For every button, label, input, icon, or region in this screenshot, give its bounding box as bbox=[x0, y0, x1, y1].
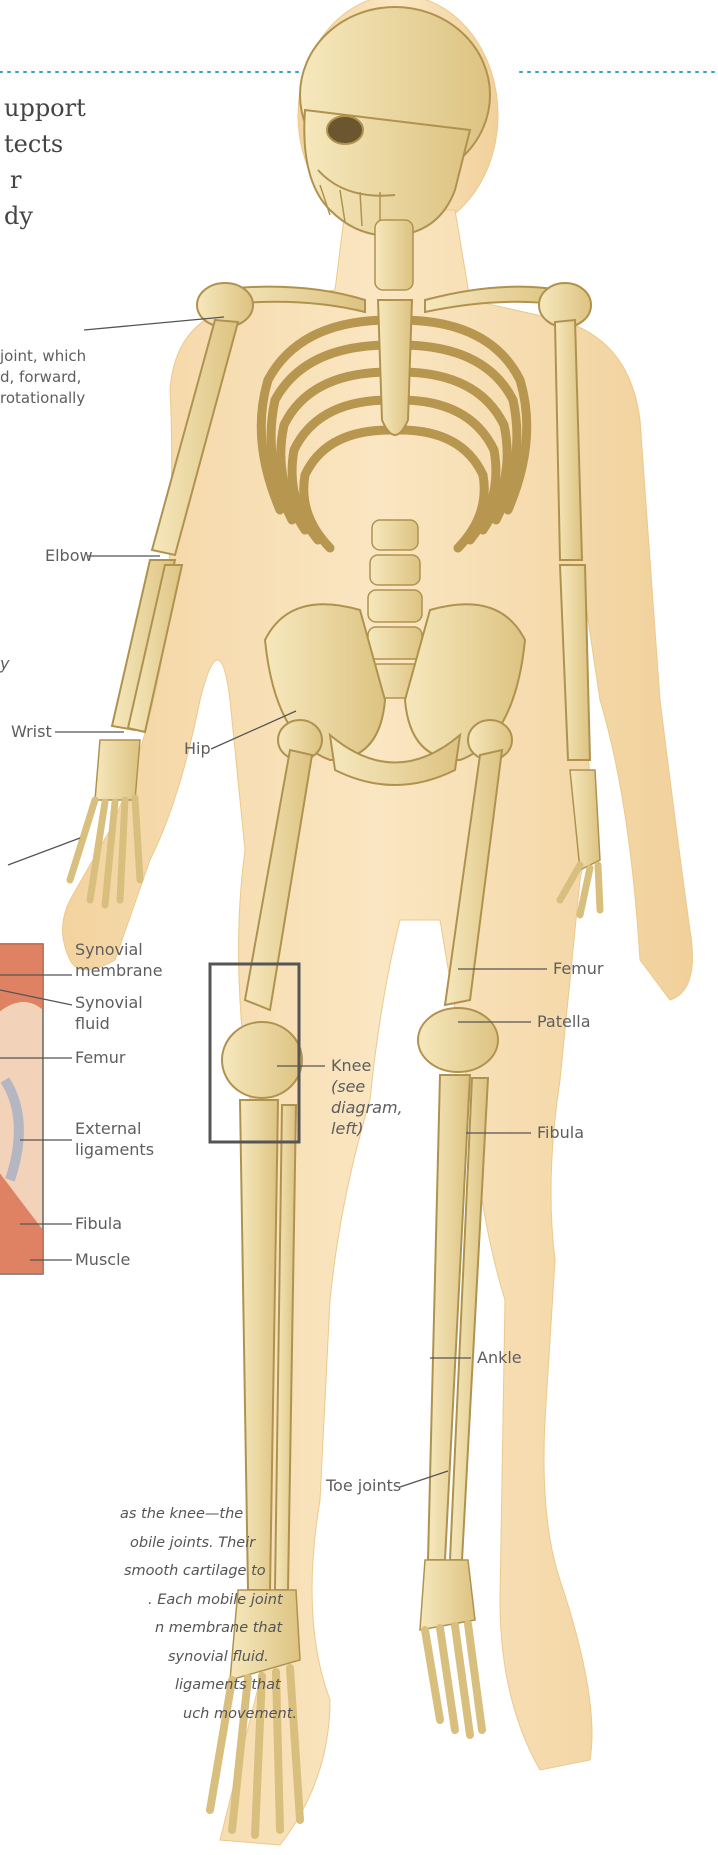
label-fibula-figure: Fibula bbox=[537, 1123, 584, 1143]
label-femur-figure: Femur bbox=[553, 959, 603, 979]
label-knee: Knee bbox=[331, 1056, 371, 1076]
label-wrist: Wrist bbox=[11, 722, 52, 742]
inset-label-synovial-membrane-2: membrane bbox=[75, 961, 163, 981]
label-hip: Hip bbox=[184, 739, 211, 759]
label-elbow: Elbow bbox=[45, 546, 93, 566]
knee-caption: as the knee—the obile joints. Their smoo… bbox=[0, 1500, 345, 1728]
side-note-fragment: y bbox=[0, 654, 9, 674]
intro-line-3: r bbox=[10, 162, 21, 198]
caption-line: synovial fluid. bbox=[0, 1643, 345, 1672]
label-toe-joints: Toe joints bbox=[326, 1476, 401, 1496]
label-knee-note-3: left) bbox=[331, 1119, 363, 1139]
label-patella: Patella bbox=[537, 1012, 591, 1032]
label-knee-note-1: (see bbox=[331, 1077, 365, 1097]
caption-line: obile joints. Their bbox=[0, 1529, 345, 1558]
inset-label-synovial-fluid-2: fluid bbox=[75, 1014, 110, 1034]
inset-label-external-ligaments-2: ligaments bbox=[75, 1140, 154, 1160]
caption-line: ligaments that bbox=[0, 1671, 345, 1700]
caption-line: n membrane that bbox=[0, 1614, 345, 1643]
label-knee-note-2: diagram, bbox=[331, 1098, 403, 1118]
shoulder-note-line-2: d, forward, bbox=[0, 367, 81, 387]
caption-line: uch movement. bbox=[0, 1700, 345, 1729]
caption-line: as the knee—the bbox=[0, 1500, 345, 1529]
inset-label-synovial-membrane-1: Synovial bbox=[75, 940, 143, 960]
shoulder-note-line-3: rotationally bbox=[0, 388, 85, 408]
shoulder-note-line-1: joint, which bbox=[0, 346, 86, 366]
intro-line-4: dy bbox=[4, 198, 33, 234]
inset-label-fibula: Fibula bbox=[75, 1214, 122, 1234]
sternum bbox=[378, 300, 412, 435]
inset-label-muscle: Muscle bbox=[75, 1250, 130, 1270]
caption-line: smooth cartilage to bbox=[0, 1557, 345, 1586]
inset-label-synovial-fluid-1: Synovial bbox=[75, 993, 143, 1013]
inset-label-femur: Femur bbox=[75, 1048, 125, 1068]
inset-label-external-ligaments-1: External bbox=[75, 1119, 141, 1139]
intro-line-2: tects bbox=[4, 126, 63, 162]
caption-line: . Each mobile joint bbox=[0, 1586, 345, 1615]
intro-line-1: upport bbox=[4, 90, 86, 126]
label-ankle: Ankle bbox=[477, 1348, 522, 1368]
